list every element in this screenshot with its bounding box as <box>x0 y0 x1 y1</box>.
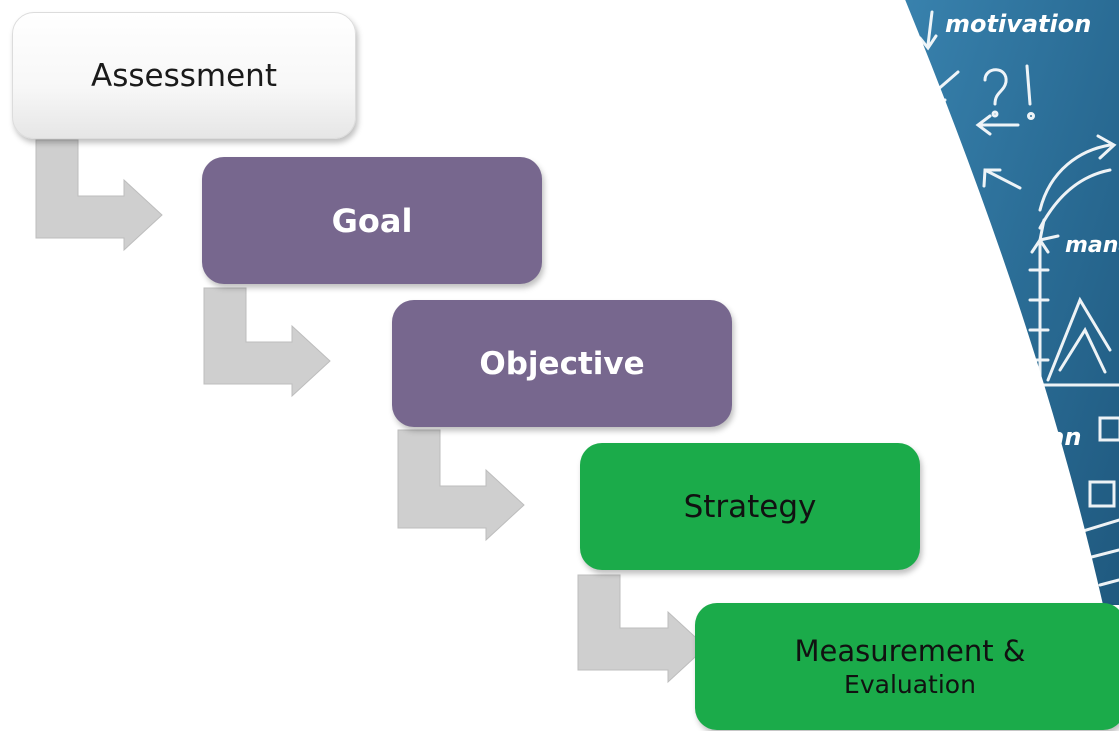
step-strategy: Strategy <box>580 443 920 570</box>
arrow-strategy-to-measurement <box>577 574 707 684</box>
step-assessment: Assessment <box>12 12 356 139</box>
step-measurement-label-line1: Measurement & <box>794 633 1026 668</box>
step-objective-label: Objective <box>479 345 645 382</box>
doodle-word-mana: mana <box>1065 233 1119 258</box>
step-measurement-label-line2: Evaluation <box>844 670 976 699</box>
step-strategy-label: Strategy <box>683 488 817 525</box>
step-assessment-label: Assessment <box>91 57 277 94</box>
arrow-objective-to-strategy <box>397 429 525 542</box>
step-goal-label: Goal <box>331 201 413 240</box>
doodle-word-motivation: motivation <box>945 10 1091 38</box>
step-measurement-evaluation: Measurement & Evaluation <box>695 603 1119 730</box>
step-goal: Goal <box>202 157 542 284</box>
step-objective: Objective <box>392 300 732 427</box>
arrow-goal-to-objective <box>203 287 331 398</box>
arrow-assessment-to-goal <box>35 139 163 252</box>
